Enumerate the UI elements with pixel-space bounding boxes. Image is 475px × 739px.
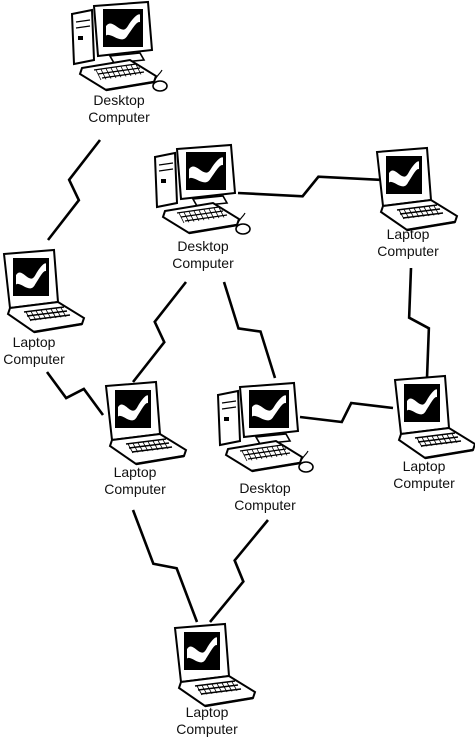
label-laptop-bottom: Laptop Computer [152, 704, 262, 738]
wireless-link [407, 267, 431, 379]
desktop-computer-icon [153, 143, 251, 235]
wireless-link [131, 509, 199, 623]
laptop-computer-icon [375, 146, 459, 232]
label-line: Laptop [185, 704, 229, 720]
desktop-computer-icon [216, 381, 314, 473]
label-desktop-top: Desktop Computer [64, 92, 174, 126]
label-line: Laptop [386, 226, 430, 242]
label-line: Computer [393, 475, 455, 491]
label-line: Computer [176, 721, 238, 737]
wireless-link [208, 519, 270, 623]
laptop-computer-icon [2, 248, 86, 334]
label-desktop-center: Desktop Computer [148, 238, 258, 272]
laptop-computer-icon [104, 380, 188, 466]
label-laptop-right-top: Laptop Computer [353, 226, 463, 260]
wireless-link [299, 401, 394, 424]
label-line: Computer [104, 481, 166, 497]
label-line: Computer [172, 255, 234, 271]
laptop-computer-icon [173, 622, 257, 708]
label-line: Computer [88, 109, 150, 125]
label-line: Desktop [93, 92, 145, 108]
laptop-computer-icon [393, 374, 475, 460]
label-laptop-mid-left: Laptop Computer [80, 464, 190, 498]
label-laptop-right-mid: Laptop Computer [369, 458, 475, 492]
label-line: Laptop [113, 464, 157, 480]
label-line: Laptop [12, 334, 56, 350]
desktop-computer-icon [70, 0, 168, 92]
label-line: Computer [234, 497, 296, 513]
wireless-link [45, 371, 105, 416]
wireless-link [46, 139, 102, 241]
label-line: Desktop [177, 238, 229, 254]
label-line: Desktop [239, 480, 291, 496]
label-desktop-mid-right: Desktop Computer [210, 480, 320, 514]
wireless-link [222, 281, 277, 379]
wireless-link [237, 175, 384, 198]
label-laptop-left: Laptop Computer [0, 334, 89, 368]
label-line: Computer [377, 243, 439, 259]
label-line: Computer [3, 351, 65, 367]
wireless-link [131, 281, 188, 383]
label-line: Laptop [402, 458, 446, 474]
